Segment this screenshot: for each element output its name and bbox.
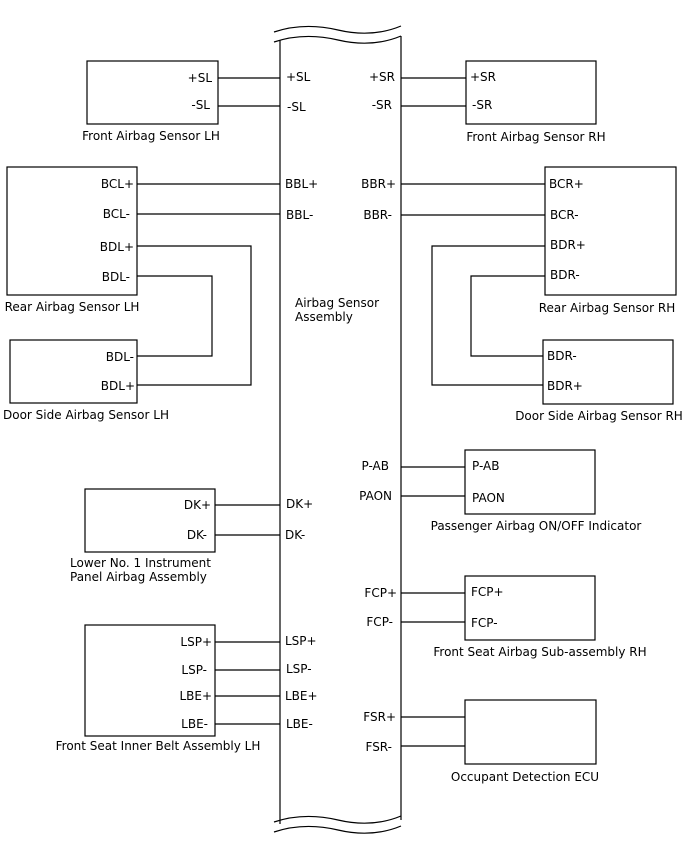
door-side-airbag-sensor-lh: BDL- BDL+ Door Side Airbag Sensor LH bbox=[3, 339, 169, 422]
pin-label: BDL- bbox=[106, 350, 134, 364]
component-caption: Door Side Airbag Sensor RH bbox=[515, 409, 683, 423]
wire bbox=[137, 275, 213, 357]
lower-no1-instrument-panel-airbag: DK+ DK- Lower No. 1 Instrument Panel Air… bbox=[70, 488, 280, 584]
terminal-label: FCP+ bbox=[364, 586, 397, 600]
component-caption: Front Seat Inner Belt Assembly LH bbox=[56, 739, 261, 753]
pin-label: LBE- bbox=[181, 717, 208, 731]
terminal-label: +SR bbox=[369, 70, 395, 84]
component-caption: Occupant Detection ECU bbox=[451, 770, 599, 784]
assembly-label-line2: Assembly bbox=[295, 310, 353, 324]
pin-label: BCL+ bbox=[101, 177, 134, 191]
pin-label: BDR- bbox=[550, 268, 580, 282]
wire bbox=[137, 245, 252, 386]
terminal-label: DK- bbox=[285, 528, 305, 542]
terminal-label: LBE+ bbox=[285, 689, 318, 703]
terminal-label: FCP- bbox=[366, 615, 393, 629]
component-caption: Front Airbag Sensor RH bbox=[466, 130, 605, 144]
component-caption: Front Seat Airbag Sub-assembly RH bbox=[433, 645, 646, 659]
occupant-detection-ecu: Occupant Detection ECU bbox=[401, 699, 599, 784]
pin-label: LBE+ bbox=[179, 689, 212, 703]
door-sensor-lh-box bbox=[9, 339, 138, 404]
ode-box bbox=[464, 699, 597, 765]
wire bbox=[431, 245, 545, 386]
pin-label: BDL+ bbox=[101, 379, 135, 393]
front-airbag-sensor-lh: +SL -SL Front Airbag Sensor LH bbox=[82, 60, 280, 143]
airbag-sensor-assembly: Airbag Sensor Assembly bbox=[273, 25, 402, 834]
pin-label: BCL- bbox=[103, 207, 130, 221]
top-break-line-lower bbox=[273, 35, 402, 44]
assembly-label-line1: Airbag Sensor bbox=[295, 296, 379, 310]
component-caption-line2: Panel Airbag Assembly bbox=[70, 570, 207, 584]
rear-sensor-rh-box bbox=[544, 166, 677, 296]
pin-label: P-AB bbox=[472, 459, 499, 473]
pin-label: BDR+ bbox=[550, 238, 586, 252]
assembly-left-terminals: +SL -SL BBL+ BBL- DK+ DK- LSP+ LSP- LBE+… bbox=[285, 70, 318, 731]
front-sensor-lh-box bbox=[86, 60, 219, 125]
pin-label: +SR bbox=[470, 70, 496, 84]
assembly-right-terminals: +SR -SR BBR+ BBR- P-AB PAON FCP+ FCP- FS… bbox=[359, 70, 397, 754]
pin-label: BDR- bbox=[547, 349, 577, 363]
terminal-label: FSR- bbox=[366, 740, 393, 754]
terminal-label: LSP+ bbox=[285, 634, 317, 648]
terminal-label: FSR+ bbox=[363, 710, 396, 724]
pin-label: FCP- bbox=[471, 616, 498, 630]
pin-label: DK- bbox=[187, 528, 207, 542]
pin-label: PAON bbox=[472, 491, 505, 505]
pin-label: -SR bbox=[472, 98, 492, 112]
rear-airbag-sensor-lh: BCL+ BCL- BDL+ BDL- Rear Airbag Sensor L… bbox=[5, 166, 280, 386]
component-caption: Rear Airbag Sensor LH bbox=[5, 300, 140, 314]
component-caption: Front Airbag Sensor LH bbox=[82, 129, 220, 143]
front-sensor-rh-box bbox=[465, 60, 597, 125]
pin-label: FCP+ bbox=[471, 585, 504, 599]
belt-lh-box bbox=[84, 624, 216, 737]
top-break-line-upper bbox=[273, 25, 402, 34]
pin-label: DK+ bbox=[184, 498, 211, 512]
front-seat-airbag-rh: FCP+ FCP- Front Seat Airbag Sub-assembly… bbox=[401, 575, 647, 659]
component-caption-line1: Lower No. 1 Instrument bbox=[70, 556, 211, 570]
pin-label: BDL+ bbox=[100, 240, 134, 254]
wire bbox=[470, 275, 545, 357]
terminal-label: P-AB bbox=[362, 459, 389, 473]
rear-airbag-sensor-rh: BCR+ BCR- BDR+ BDR- Rear Airbag Sensor R… bbox=[401, 166, 677, 386]
terminal-label: BBR- bbox=[363, 208, 392, 222]
front-airbag-sensor-rh: +SR -SR Front Airbag Sensor RH bbox=[401, 60, 606, 144]
front-seat-inner-belt-lh: LSP+ LSP- LBE+ LBE- Front Seat Inner Bel… bbox=[56, 624, 280, 753]
fcp-rh-box bbox=[464, 575, 596, 641]
passenger-airbag-indicator: P-AB PAON Passenger Airbag ON/OFF Indica… bbox=[401, 449, 642, 533]
component-caption: Passenger Airbag ON/OFF Indicator bbox=[431, 519, 642, 533]
pin-label: -SL bbox=[191, 98, 210, 112]
terminal-label: BBL- bbox=[286, 208, 313, 222]
terminal-label: PAON bbox=[359, 489, 392, 503]
bottom-break-line-lower bbox=[273, 825, 402, 834]
terminal-label: +SL bbox=[286, 70, 311, 84]
pin-label: BDR+ bbox=[547, 379, 583, 393]
pin-label: LSP+ bbox=[180, 635, 212, 649]
rear-sensor-lh-box bbox=[6, 166, 138, 296]
terminal-label: -SR bbox=[372, 98, 392, 112]
terminal-label: LSP- bbox=[286, 662, 312, 676]
passenger-indicator-box bbox=[464, 449, 596, 515]
terminal-label: BBR+ bbox=[361, 177, 396, 191]
terminal-label: DK+ bbox=[286, 497, 313, 511]
bottom-break-line-upper bbox=[273, 815, 402, 824]
pin-label: BCR+ bbox=[549, 177, 584, 191]
pin-label: BCR- bbox=[550, 208, 579, 222]
door-sensor-rh-box bbox=[542, 339, 674, 405]
component-caption: Rear Airbag Sensor RH bbox=[539, 301, 675, 315]
pin-label: +SL bbox=[188, 71, 213, 85]
terminal-label: LBE- bbox=[286, 717, 313, 731]
terminal-label: -SL bbox=[287, 100, 306, 114]
component-caption: Door Side Airbag Sensor LH bbox=[3, 408, 169, 422]
lower-no1-box bbox=[84, 488, 216, 553]
pin-label: BDL- bbox=[102, 270, 130, 284]
pin-label: LSP- bbox=[181, 663, 207, 677]
terminal-label: BBL+ bbox=[285, 177, 318, 191]
door-side-airbag-sensor-rh: BDR- BDR+ Door Side Airbag Sensor RH bbox=[515, 339, 683, 423]
